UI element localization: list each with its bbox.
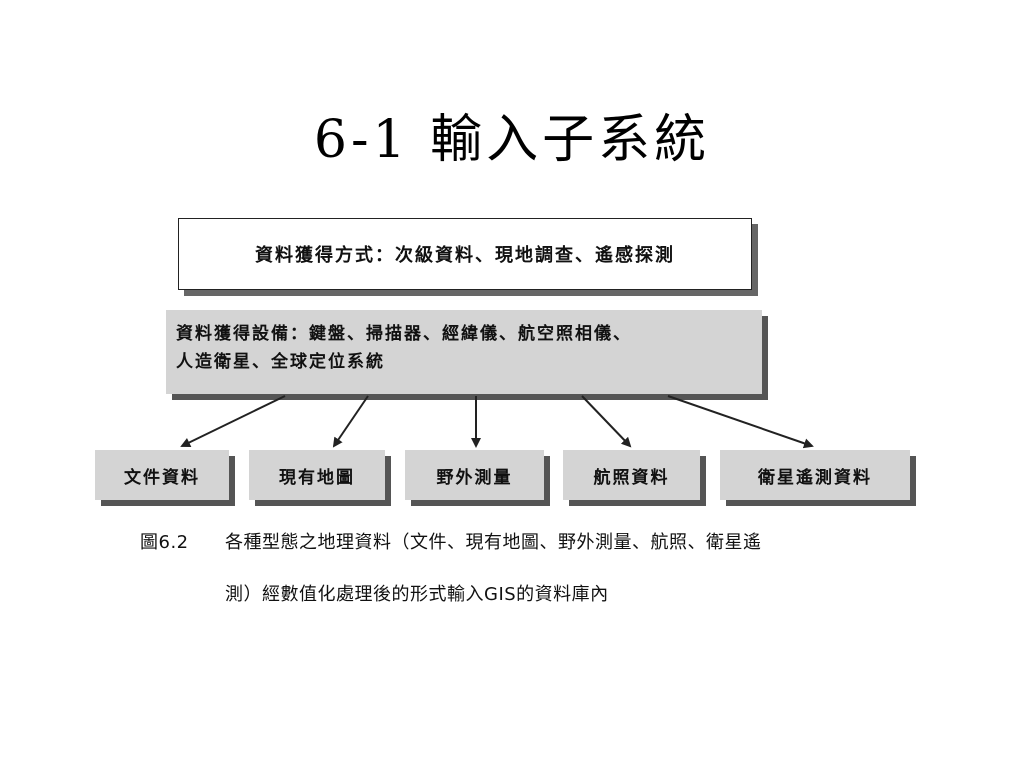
acquisition-devices-box: 資料獲得設備：鍵盤、掃描器、經緯儀、航空照相儀、 人造衛星、全球定位系統 [166,310,762,394]
data-type-existing-maps: 現有地圖 [249,450,385,500]
arrow-to-existing-maps [332,395,369,448]
caption-line2: 測）經數值化處理後的形式輸入GIS的資料庫內 [225,584,609,605]
data-type-satellite-data: 衛星遙測資料 [720,450,910,500]
arrow-to-aerial-photos [581,395,632,448]
arrow-to-documents [180,395,286,448]
caption-line1: 各種型態之地理資料（文件、現有地圖、野外測量、航照、衛星遙 [225,532,762,553]
data-type-aerial-photos: 航照資料 [563,450,700,500]
acquisition-devices-line2: 人造衛星、全球定位系統 [176,352,385,372]
acquisition-devices-line1: 資料獲得設備：鍵盤、掃描器、經緯儀、航空照相儀、 [176,324,632,344]
acquisition-methods-box: 資料獲得方式：次級資料、現地調查、遙感探測 [178,218,752,290]
arrow-to-satellite-data [667,395,814,449]
data-type-field-survey: 野外測量 [405,450,544,500]
figure-label: 圖6.2 [140,532,189,553]
slide-title: 6-1 輸入子系統 [313,110,711,170]
data-type-documents: 文件資料 [95,450,229,500]
acquisition-methods-text: 資料獲得方式：次級資料、現地調查、遙感探測 [255,245,675,266]
